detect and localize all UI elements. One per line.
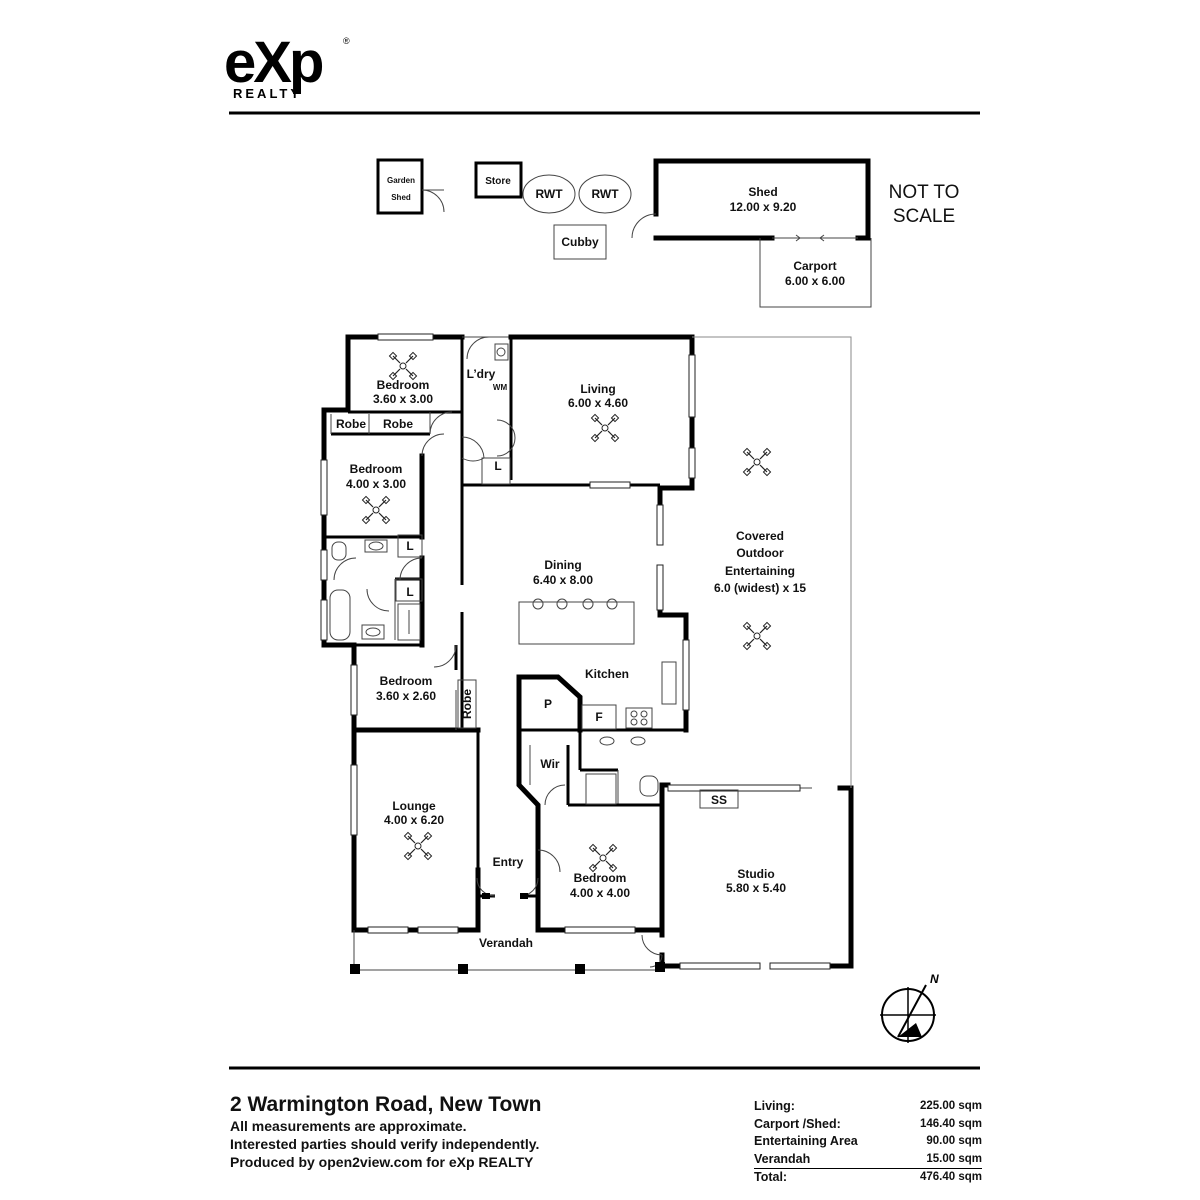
logo-text: eXp — [224, 32, 323, 95]
rwt-2-label: RWT — [591, 187, 619, 201]
compass-north-label: N — [930, 972, 939, 986]
carport: Carport 6.00 x 6.00 — [759, 238, 872, 308]
verandah — [350, 893, 665, 974]
ceiling-fan-icon — [590, 413, 620, 443]
entry-label: Entry — [493, 855, 524, 869]
compass-icon: N — [880, 972, 939, 1043]
area-value: 90.00 sqm — [926, 1135, 982, 1147]
shed-name: Shed — [748, 185, 777, 199]
fridge-label: F — [595, 710, 602, 724]
bedroom-2-size: 4.00 x 3.00 — [346, 477, 406, 491]
footer-info: 2 Warmington Road, New Town All measurem… — [230, 1093, 650, 1171]
logo-subtext: REALTY — [233, 86, 302, 101]
area-row-entertaining: Entertaining Area 90.00 sqm — [754, 1133, 982, 1151]
studio-name: Studio — [737, 867, 774, 881]
ceiling-fan-icon — [388, 351, 418, 381]
room-labels: Bedroom 3.60 x 3.00 Robe Robe L’dry WM L… — [336, 367, 806, 950]
linen-2-label: L — [406, 539, 413, 553]
doors — [333, 336, 663, 968]
area-label: Total: — [754, 1170, 788, 1184]
area-value: 146.40 sqm — [919, 1117, 982, 1130]
outdoor-line-1: Covered — [736, 529, 784, 543]
outdoor-line-4: 6.0 (widest) x 15 — [714, 581, 806, 595]
rwt-1-label: RWT — [535, 187, 563, 201]
area-row-verandah: Verandah 15.00 sqm — [754, 1151, 982, 1169]
cubby-label: Cubby — [561, 235, 599, 249]
area-summary: Living: 225.00 sqm Carport /Shed: 146.40… — [754, 1098, 982, 1187]
robe-1-label: Robe — [336, 417, 366, 431]
dining-name: Dining — [544, 558, 581, 572]
ceiling-fan-icon — [403, 831, 433, 861]
area-label: Entertaining Area — [754, 1134, 858, 1148]
outdoor-line-2: Outdoor — [736, 546, 784, 560]
shed-size: 12.00 x 9.20 — [730, 200, 797, 214]
washing-machine-label: WM — [493, 383, 508, 392]
linen-3-label: L — [406, 585, 413, 599]
bedroom-3-name: Bedroom — [380, 674, 433, 688]
bedroom-2-name: Bedroom — [350, 462, 403, 476]
property-address: 2 Warmington Road, New Town — [230, 1093, 542, 1116]
bedroom-top-name: Bedroom — [377, 378, 430, 392]
carport-name: Carport — [793, 259, 836, 273]
lounge-size: 4.00 x 6.20 — [384, 813, 444, 827]
ceiling-fan-icon — [361, 495, 391, 525]
windows — [320, 333, 831, 970]
fixtures — [329, 343, 739, 809]
area-value: 15.00 sqm — [926, 1152, 982, 1165]
laundry-label: L’dry — [467, 367, 496, 381]
footer-note-3: Produced by open2view.com for eXp REALTY — [230, 1154, 534, 1170]
store: Store — [474, 161, 523, 199]
area-row-carport-shed: Carport /Shed: 146.40 sqm — [754, 1116, 982, 1134]
rainwater-tank-2: RWT — [578, 174, 632, 214]
ceiling-fan-icon — [742, 621, 772, 651]
area-row-total: Total: 476.40 sqm — [754, 1169, 982, 1187]
area-row-living: Living: 225.00 sqm — [754, 1098, 982, 1116]
lounge-name: Lounge — [392, 799, 436, 813]
garden-shed-label-1: Garden — [387, 176, 415, 185]
not-to-scale-line1: NOT TO — [889, 182, 960, 203]
footer-note-1: All measurements are approximate. — [230, 1118, 467, 1134]
footer-note-2: Interested parties should verify indepen… — [230, 1136, 540, 1152]
bedroom-top-size: 3.60 x 3.00 — [373, 392, 433, 406]
kitchen-label: Kitchen — [585, 667, 629, 681]
living-name: Living — [580, 382, 615, 396]
verandah-label: Verandah — [479, 936, 533, 950]
ceiling-fan-icon — [588, 843, 618, 873]
studio-size: 5.80 x 5.40 — [726, 881, 786, 895]
robe-2-label: Robe — [383, 417, 413, 431]
bedroom-main-size: 4.00 x 4.00 — [570, 886, 630, 900]
ss-label: SS — [711, 793, 727, 807]
area-label: Living: — [754, 1099, 795, 1113]
living-size: 6.00 x 4.60 — [568, 396, 628, 410]
carport-size: 6.00 x 6.00 — [785, 274, 845, 288]
ceiling-fans — [361, 351, 772, 873]
area-value: 476.40 sqm — [919, 1171, 982, 1183]
wir-label: Wir — [540, 757, 560, 771]
shed: Shed 12.00 x 9.20 — [631, 158, 871, 242]
robe-3-label: Robe — [460, 689, 474, 719]
rainwater-tank-1: RWT — [522, 174, 576, 214]
exp-realty-logo: eXp ® REALTY — [224, 32, 350, 101]
bedroom-main-name: Bedroom — [574, 871, 627, 885]
area-label: Verandah — [754, 1151, 811, 1166]
linen-1-label: L — [494, 459, 501, 473]
pantry-label: P — [544, 697, 552, 711]
garden-shed: Garden Shed — [376, 158, 445, 215]
bedroom-3-size: 3.60 x 2.60 — [376, 689, 436, 703]
ceiling-fan-icon — [742, 447, 772, 477]
area-value: 225.00 sqm — [919, 1100, 982, 1112]
outdoor-line-3: Entertaining — [725, 564, 795, 578]
logo-registered-mark: ® — [343, 36, 350, 46]
garden-shed-label-2: Shed — [391, 193, 411, 202]
area-label: Carport /Shed: — [754, 1116, 841, 1131]
cubby: Cubby — [553, 224, 607, 260]
dining-size: 6.40 x 8.00 — [533, 573, 593, 587]
store-label: Store — [485, 176, 511, 187]
not-to-scale-line2: SCALE — [893, 206, 955, 227]
